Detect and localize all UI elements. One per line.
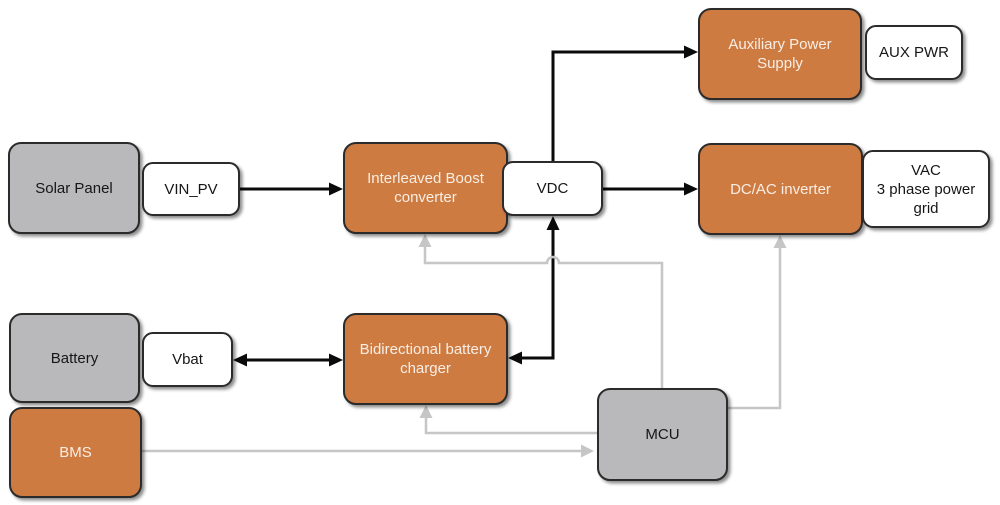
auxiliary-power-supply-label: Auxiliary Power Supply bbox=[728, 36, 832, 72]
node-interleaved-boost-converter: Interleaved Boost converter bbox=[343, 142, 508, 234]
mcu-label: MCU bbox=[645, 426, 680, 443]
arrowhead-into-inverter bbox=[684, 182, 698, 196]
node-dc-ac-inverter: DC/AC inverter bbox=[698, 143, 863, 235]
node-vac-grid: VAC 3 phase power grid bbox=[862, 150, 990, 228]
node-vbat: Vbat bbox=[142, 332, 233, 387]
interleaved-boost-converter-label: Interleaved Boost converter bbox=[367, 170, 484, 206]
bidirectional-battery-charger-label: Bidirectional battery charger bbox=[359, 341, 492, 377]
arrowhead-into-boost bbox=[329, 182, 343, 196]
dc-ac-inverter-label: DC/AC inverter bbox=[730, 180, 831, 198]
node-auxiliary-power-supply: Auxiliary Power Supply bbox=[698, 8, 862, 100]
vbat-label: Vbat bbox=[172, 351, 203, 368]
wire-vdc-to-charger bbox=[522, 230, 555, 360]
arrowhead-into-charger-left bbox=[329, 353, 343, 367]
wire-mcu-to-boost bbox=[423, 247, 664, 388]
arrowhead-into-vdc-bottom bbox=[546, 216, 560, 230]
node-battery: Battery bbox=[9, 313, 140, 403]
battery-label: Battery bbox=[50, 349, 99, 367]
wire-mcu-to-inverter bbox=[728, 248, 782, 410]
bms-label: BMS bbox=[59, 444, 92, 461]
arrowhead-control-into-boost bbox=[418, 234, 432, 247]
node-solar-panel: Solar Panel bbox=[8, 142, 140, 234]
arrowhead-control-into-inverter bbox=[773, 235, 787, 248]
arrowhead-control-into-charger bbox=[419, 405, 433, 418]
arrowhead-into-vbat bbox=[233, 353, 247, 367]
arrowhead-into-aux-supply bbox=[684, 45, 698, 59]
node-bidirectional-battery-charger: Bidirectional battery charger bbox=[343, 313, 508, 405]
arrowhead-control-into-mcu bbox=[581, 444, 594, 458]
wire-mcu-to-charger bbox=[424, 418, 597, 435]
vin-pv-label: VIN_PV bbox=[164, 180, 218, 198]
node-bms: BMS bbox=[9, 407, 142, 498]
vdc-label: VDC bbox=[536, 180, 569, 197]
vac-grid-label: VAC 3 phase power grid bbox=[876, 161, 976, 217]
solar-panel-label: Solar Panel bbox=[35, 179, 113, 197]
node-aux-pwr: AUX PWR bbox=[865, 25, 963, 80]
node-vdc: VDC bbox=[502, 161, 603, 216]
wire-vdc-to-aux-supply bbox=[551, 50, 684, 161]
node-vin-pv: VIN_PV bbox=[142, 162, 240, 216]
aux-pwr-label: AUX PWR bbox=[878, 44, 949, 61]
node-mcu: MCU bbox=[597, 388, 728, 481]
arrowhead-into-charger-right bbox=[508, 351, 522, 365]
